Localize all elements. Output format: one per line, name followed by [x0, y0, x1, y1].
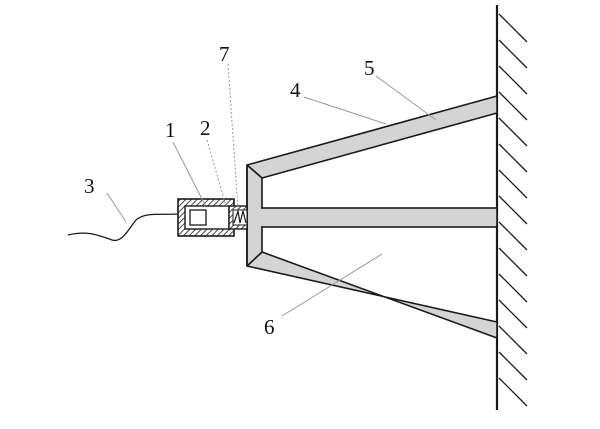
callout-label-6: 6 — [264, 315, 275, 339]
leader-2 — [206, 139, 227, 207]
leader-1 — [172, 141, 206, 206]
callout-label-4: 4 — [290, 78, 301, 102]
sensor-element — [189, 209, 207, 226]
callout-label-5: 5 — [364, 56, 375, 80]
leader-lines — [106, 63, 437, 317]
wall-hatching — [498, 13, 528, 407]
callout-label-3: 3 — [84, 174, 95, 198]
upper-arm — [246, 95, 498, 179]
leader-4 — [303, 96, 387, 125]
leader-7 — [227, 63, 239, 210]
signal-cable — [67, 213, 179, 242]
leader-3 — [106, 192, 127, 223]
connector-piece — [228, 205, 248, 230]
callout-label-1: 1 — [165, 118, 176, 142]
lower-arm — [246, 251, 498, 339]
central-beam — [246, 207, 498, 228]
fixed-wall — [495, 5, 528, 410]
callout-label-7: 7 — [219, 42, 230, 66]
leader-5 — [375, 75, 437, 121]
leader-6 — [281, 253, 383, 317]
callout-label-2: 2 — [200, 116, 211, 140]
spring-coil — [233, 210, 247, 224]
sensor-housing — [177, 198, 235, 237]
horn-structure — [246, 95, 498, 339]
